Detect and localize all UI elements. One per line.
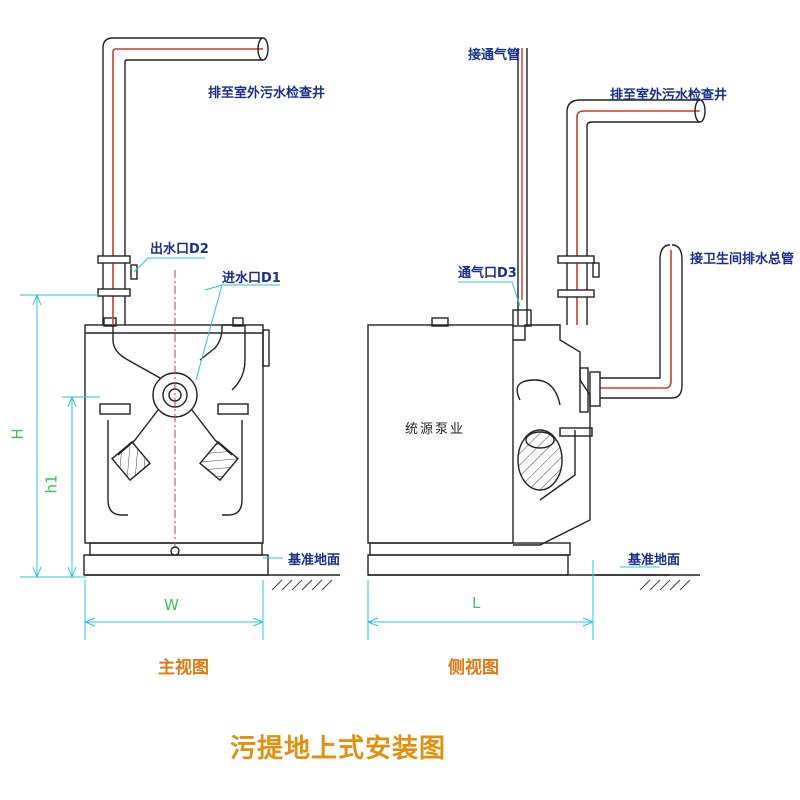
side-view xyxy=(367,48,706,591)
side-outlet-note: 排至室外污水检查井 xyxy=(610,88,728,103)
front-ground-label: 基准地面 xyxy=(288,553,341,568)
side-dimensions xyxy=(367,281,660,640)
brand-text: 统源泵业 xyxy=(405,422,466,437)
side-vent-port-label: 通气口D3 xyxy=(458,266,517,281)
front-inlet-port-label: 进水口D1 xyxy=(222,271,281,286)
diagram-title: 污提地上式安装图 xyxy=(230,734,447,764)
side-ground-label: 基准地面 xyxy=(628,553,681,568)
front-view xyxy=(83,37,340,591)
side-inlet-note: 接卫生间排水总管 xyxy=(690,252,795,267)
front-outlet-port-label: 出水口D2 xyxy=(150,242,209,257)
front-view-label: 主视图 xyxy=(158,658,209,678)
side-vent-note: 接通气管 xyxy=(468,48,521,63)
front-dimensions xyxy=(20,257,283,640)
side-tank-body xyxy=(367,324,514,544)
dim-h-label: H xyxy=(8,428,27,440)
side-view-label: 侧视图 xyxy=(448,658,499,678)
front-tank-body xyxy=(84,324,264,544)
dim-w-label: W xyxy=(164,596,179,614)
dim-l-label: L xyxy=(472,594,481,612)
dim-h1-label: h1 xyxy=(42,474,61,494)
front-outlet-note: 排至室外污水检查井 xyxy=(208,86,326,101)
